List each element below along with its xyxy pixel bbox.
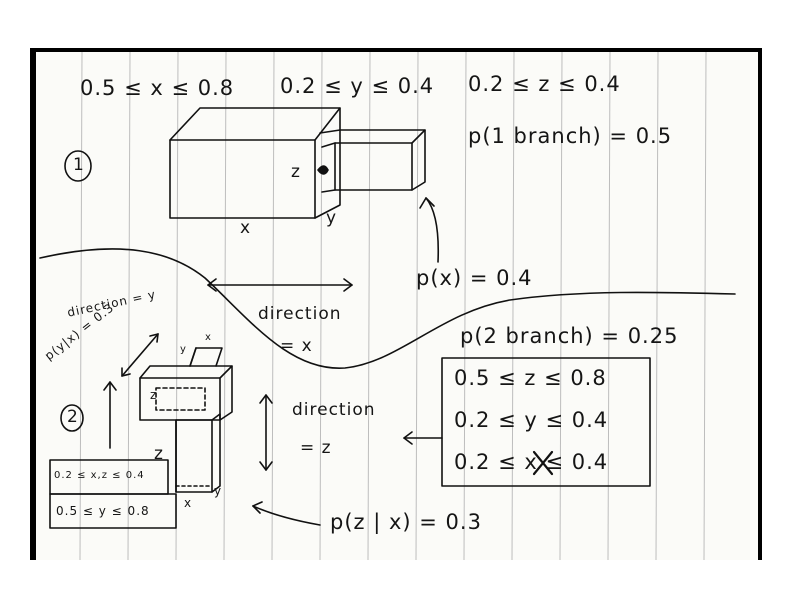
direction-x-eq: = x <box>280 336 313 356</box>
branch2-circle <box>60 404 84 432</box>
branch2-label-y: y <box>214 484 223 498</box>
direction-z-eq: = z <box>300 438 332 458</box>
branch1-extension-box <box>317 129 426 193</box>
left-range-box <box>49 459 177 529</box>
left-box-y: 0.5 ≤ y ≤ 0.8 <box>56 504 150 518</box>
branch2-prob: p(2 branch) = 0.25 <box>460 324 679 348</box>
branch2-number: 2 <box>67 407 79 427</box>
arrow-pz <box>252 501 321 526</box>
branch1-large-box <box>169 107 341 219</box>
branch1-px: p(x) = 0.4 <box>416 266 533 290</box>
branch2-label-x-top: x <box>205 332 212 343</box>
header-z-range: 0.2 ≤ z ≤ 0.4 <box>468 72 621 96</box>
branch2-range-box <box>441 357 651 487</box>
arrow-direction-x <box>207 278 353 292</box>
branch1-label-z: z <box>291 162 301 182</box>
branch2-label-y-top: y <box>180 344 187 355</box>
branch2-label-x: x <box>184 496 193 510</box>
branch2-range-y: 0.2 ≤ y ≤ 0.4 <box>454 408 609 432</box>
branch2-range-x: 0.2 ≤ x ≤ 0.4 <box>454 450 609 474</box>
branch1-label-y: y <box>326 208 338 228</box>
header-x-range: 0.5 ≤ x ≤ 0.8 <box>80 76 235 100</box>
scribble-mark <box>532 450 554 476</box>
ruled-lines <box>79 51 707 561</box>
branch1-prob: p(1 branch) = 0.5 <box>468 124 673 148</box>
direction-z-label: direction <box>292 400 376 420</box>
branch1-circle <box>64 150 92 182</box>
divider-curve <box>39 248 736 369</box>
arrow-from-box <box>403 431 443 445</box>
branch2-label-z: z <box>154 444 164 464</box>
branch2-pz: p(z | x) = 0.3 <box>330 510 482 534</box>
arrow-direction-y <box>121 333 159 377</box>
arrow-px <box>419 197 440 263</box>
left-box-xz: 0.2 ≤ x,z ≤ 0.4 <box>54 470 145 481</box>
header-y-range: 0.2 ≤ y ≤ 0.4 <box>280 74 435 98</box>
branch2-column-box <box>175 413 221 493</box>
direction-x-label: direction <box>258 304 342 324</box>
branch1-number: 1 <box>73 155 85 175</box>
paper <box>36 52 758 560</box>
arrow-direction-z <box>259 394 273 471</box>
branch1-label-x: x <box>240 218 252 238</box>
branch2-label-z-mid: z <box>150 388 158 402</box>
arrow-left-up <box>103 381 117 449</box>
branch2-range-z: 0.5 ≤ z ≤ 0.8 <box>454 366 607 390</box>
